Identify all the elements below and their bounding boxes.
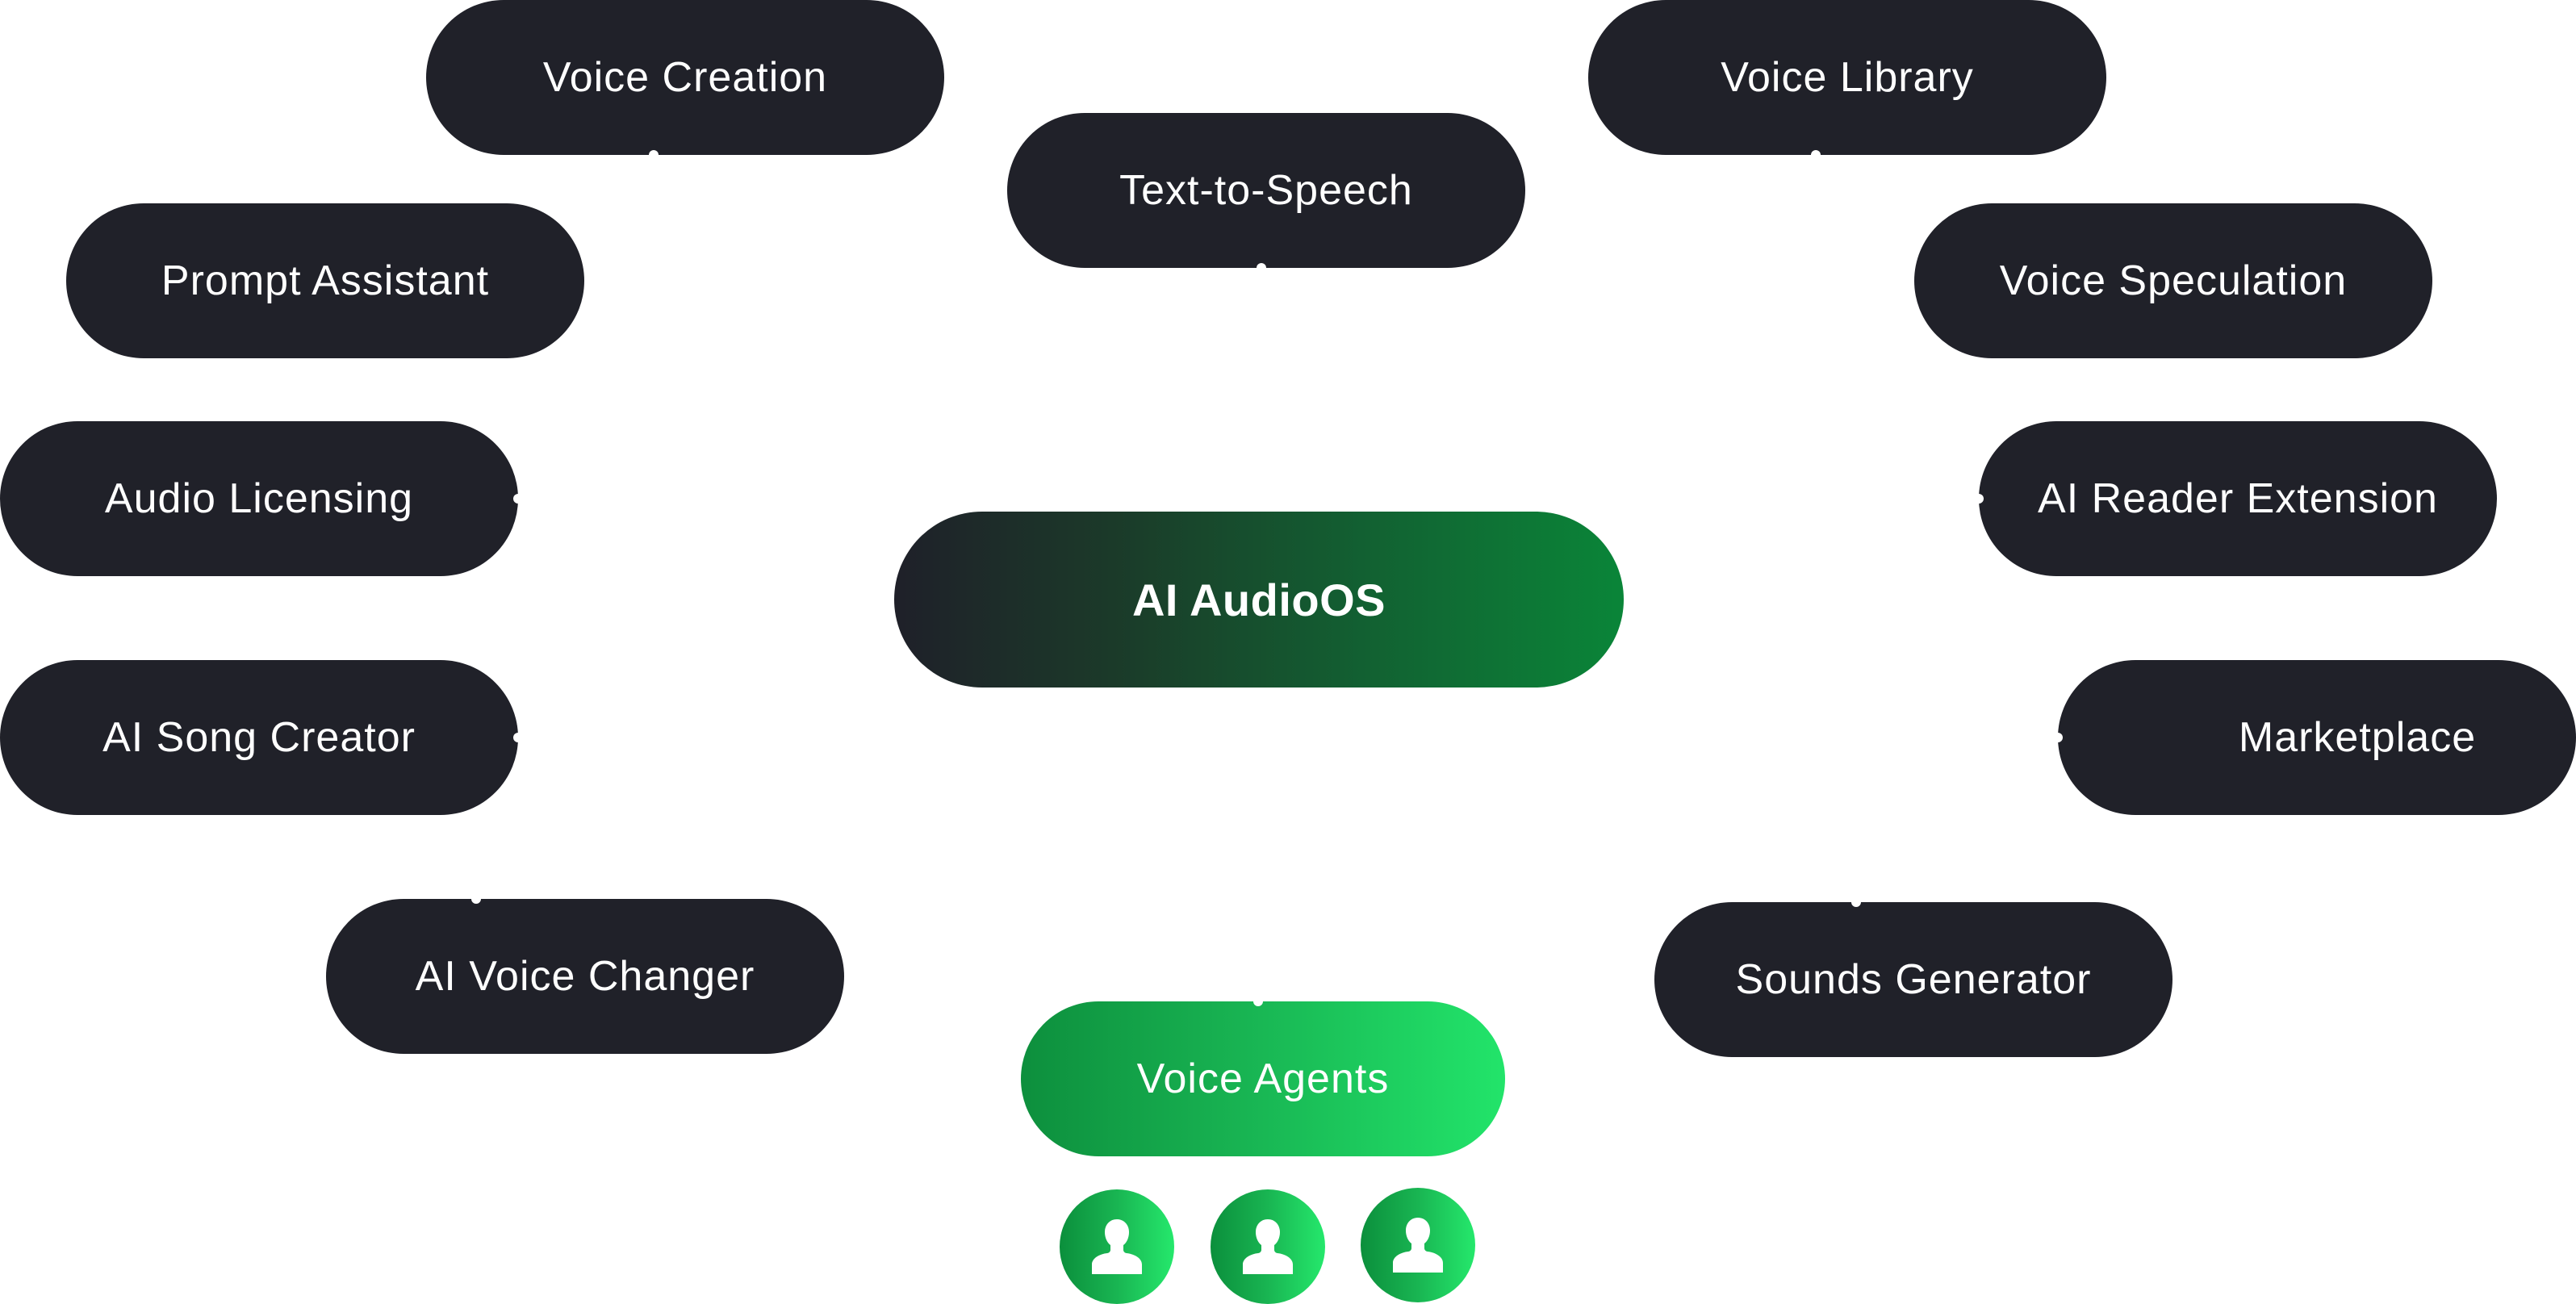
node-ai-reader-extension[interactable]: AI Reader Extension xyxy=(1974,421,2497,576)
node-label: Voice Agents xyxy=(1136,1055,1390,1102)
node-ai-voice-changer[interactable]: AI Voice Changer xyxy=(326,894,844,1054)
user-icon xyxy=(1092,1219,1142,1274)
node-ai-song-creator[interactable]: AI Song Creator xyxy=(0,660,523,815)
node-voice-speculation[interactable]: Voice Speculation xyxy=(1909,203,2432,358)
node-label: Audio Licensing xyxy=(104,475,414,522)
agent-avatar[interactable] xyxy=(1211,1189,1325,1304)
connector-dot xyxy=(471,894,482,904)
connector-dot xyxy=(579,303,589,314)
node-marketplace[interactable]: Marketplace xyxy=(2053,660,2576,815)
agent-avatar[interactable] xyxy=(1361,1188,1475,1302)
connector-dot xyxy=(649,150,659,160)
node-prompt-assistant[interactable]: Prompt Assistant xyxy=(66,203,589,358)
node-label: AI Voice Changer xyxy=(415,953,755,1000)
connector-dot xyxy=(513,494,523,504)
connector-dot xyxy=(1974,494,1984,504)
node-label: Text-to-Speech xyxy=(1119,167,1413,214)
connector-dot xyxy=(1851,897,1862,907)
node-label: Marketplace xyxy=(2238,714,2477,761)
node-label: Sounds Generator xyxy=(1735,956,2092,1003)
connector-dot xyxy=(1811,150,1821,160)
user-icon xyxy=(1243,1219,1293,1274)
node-label: AI Song Creator xyxy=(102,714,416,761)
user-icon xyxy=(1393,1218,1443,1273)
node-audio-licensing[interactable]: Audio Licensing xyxy=(0,421,523,576)
agent-avatar[interactable] xyxy=(1060,1189,1174,1304)
node-voice-creation[interactable]: Voice Creation xyxy=(426,0,944,160)
node-label: Prompt Assistant xyxy=(161,257,490,304)
node-sounds-generator[interactable]: Sounds Generator xyxy=(1654,897,2172,1057)
node-label: Voice Library xyxy=(1721,54,1974,101)
connector-dot xyxy=(1909,310,1919,320)
node-label: AI Reader Extension xyxy=(2038,475,2438,522)
node-voice-library[interactable]: Voice Library xyxy=(1588,0,2106,160)
center-node-ai-audioos[interactable]: AI AudioOS xyxy=(894,512,1624,688)
center-label: AI AudioOS xyxy=(1131,574,1386,625)
node-label: Voice Speculation xyxy=(1999,257,2348,304)
connector-dot xyxy=(513,733,523,742)
connector-dot xyxy=(1256,263,1266,273)
connector-dot xyxy=(1253,997,1263,1006)
node-label: Voice Creation xyxy=(542,54,828,101)
node-voice-agents[interactable]: Voice Agents xyxy=(1021,997,1505,1156)
node-text-to-speech[interactable]: Text-to-Speech xyxy=(1007,113,1525,273)
connector-dot xyxy=(2053,733,2063,742)
